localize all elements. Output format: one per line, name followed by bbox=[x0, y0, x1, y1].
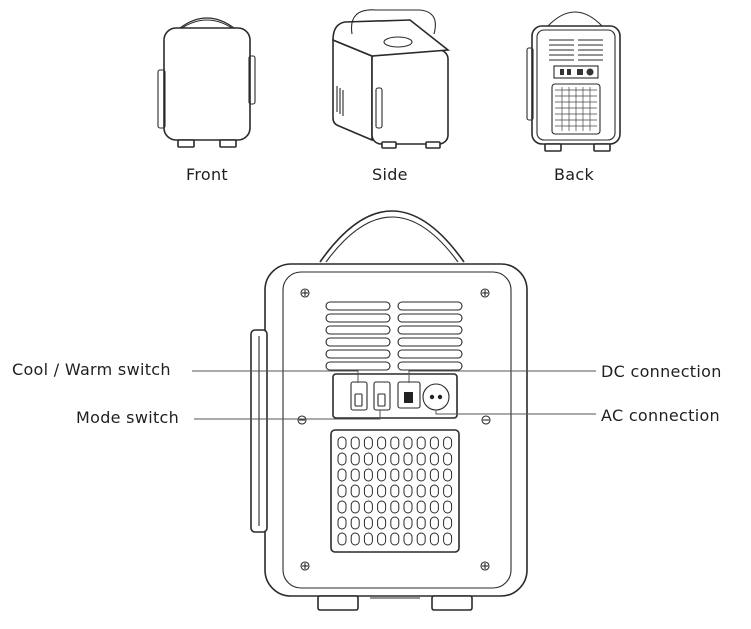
grille-cell bbox=[443, 452, 453, 466]
grille-cell bbox=[377, 468, 387, 482]
grille-cell bbox=[337, 500, 347, 514]
grille-cell bbox=[416, 516, 426, 530]
grille-cell bbox=[390, 532, 400, 546]
grille-cell bbox=[390, 484, 400, 498]
grille-cell bbox=[363, 436, 373, 450]
dc-connection-label: DC connection bbox=[601, 362, 722, 381]
grille-cell bbox=[377, 484, 387, 498]
grille-cell bbox=[429, 532, 439, 546]
control-panel bbox=[332, 373, 458, 419]
grille-cell bbox=[390, 516, 400, 530]
cool-warm-switch-label: Cool / Warm switch bbox=[12, 360, 171, 379]
grille-cell bbox=[390, 452, 400, 466]
grille-cell bbox=[363, 500, 373, 514]
ac-connection-label: AC connection bbox=[601, 406, 720, 425]
grille-cell bbox=[416, 500, 426, 514]
grille-cell bbox=[377, 516, 387, 530]
grille-cell bbox=[363, 532, 373, 546]
grille-cell bbox=[429, 468, 439, 482]
grille-cell bbox=[429, 436, 439, 450]
grille-cell bbox=[337, 516, 347, 530]
grille-cell bbox=[416, 436, 426, 450]
grille-cell bbox=[429, 452, 439, 466]
back-view-drawing bbox=[526, 11, 621, 152]
grille-cell bbox=[403, 500, 413, 514]
grille-cell bbox=[363, 468, 373, 482]
grille-cell bbox=[337, 468, 347, 482]
grille-cell bbox=[429, 484, 439, 498]
mode-switch-label: Mode switch bbox=[76, 408, 180, 427]
grille-cell bbox=[443, 436, 453, 450]
back-view-caption: Back bbox=[554, 165, 595, 184]
grille-cell bbox=[377, 436, 387, 450]
grille-cell bbox=[390, 436, 400, 450]
grille-cell bbox=[403, 468, 413, 482]
grille-cell bbox=[377, 452, 387, 466]
grille-cell bbox=[443, 532, 453, 546]
grille-cell bbox=[416, 532, 426, 546]
grille-cell bbox=[363, 516, 373, 530]
grille-cell bbox=[363, 484, 373, 498]
front-view-caption: Front bbox=[186, 165, 228, 184]
vent-grille bbox=[325, 301, 463, 371]
fan-grille bbox=[330, 429, 460, 553]
side-view-caption: Side bbox=[372, 165, 408, 184]
grille-cell bbox=[350, 500, 360, 514]
grille-cell bbox=[416, 468, 426, 482]
grille-cell bbox=[350, 452, 360, 466]
grille-cell bbox=[403, 532, 413, 546]
grille-cell bbox=[403, 452, 413, 466]
grille-cell bbox=[350, 516, 360, 530]
grille-cell bbox=[377, 500, 387, 514]
grille-cell bbox=[403, 484, 413, 498]
grille-cell bbox=[416, 484, 426, 498]
large-back-view-drawing bbox=[250, 210, 528, 611]
grille-cell bbox=[443, 484, 453, 498]
grille-cell bbox=[390, 468, 400, 482]
grille-cell bbox=[429, 500, 439, 514]
mode-switch-shape bbox=[373, 381, 391, 411]
grille-cell bbox=[377, 532, 387, 546]
grille-cell bbox=[350, 532, 360, 546]
front-view-drawing bbox=[157, 17, 256, 148]
grille-cell bbox=[337, 436, 347, 450]
grille-cell bbox=[350, 468, 360, 482]
grille-cell bbox=[337, 532, 347, 546]
grille-cell bbox=[350, 484, 360, 498]
grille-cell bbox=[443, 516, 453, 530]
cool-warm-switch bbox=[350, 381, 368, 411]
grille-cell bbox=[443, 500, 453, 514]
leader-lines bbox=[192, 370, 596, 420]
grille-cell bbox=[443, 468, 453, 482]
grille-cell bbox=[429, 516, 439, 530]
grille-cell bbox=[337, 484, 347, 498]
grille-cell bbox=[403, 436, 413, 450]
grille-cell bbox=[403, 516, 413, 530]
side-view-drawing bbox=[332, 9, 451, 149]
grille-cell bbox=[337, 452, 347, 466]
grille-cell bbox=[390, 500, 400, 514]
grille-cell bbox=[416, 452, 426, 466]
grille-cell bbox=[350, 436, 360, 450]
grille-cell bbox=[363, 452, 373, 466]
